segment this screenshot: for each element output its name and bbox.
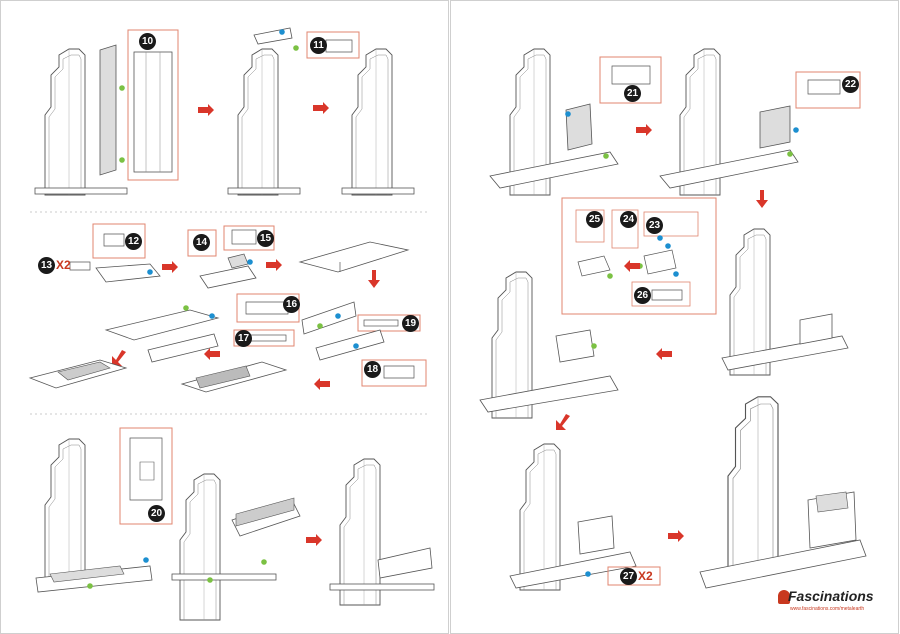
- step-number-badge: 18: [364, 361, 381, 378]
- step-number-badge: 12: [125, 233, 142, 250]
- step-number-badge: 19: [402, 315, 419, 332]
- step-number-badge: 15: [257, 230, 274, 247]
- brand-url: www.fascinations.com/metalearth: [790, 606, 865, 612]
- step-number-badge: 21: [624, 85, 641, 102]
- step-number-badge: 24: [620, 211, 637, 228]
- step27-multiplier: X2: [638, 569, 653, 583]
- step13-multiplier: X2: [56, 258, 71, 272]
- step-number-badge: 27: [620, 568, 637, 585]
- step-number-badge: 11: [310, 37, 327, 54]
- step-number-badge: 20: [148, 505, 165, 522]
- step-number-badge: 26: [634, 287, 651, 304]
- step-number-badge: 23: [646, 217, 663, 234]
- brand-name: Fascinations: [788, 588, 874, 604]
- brand-logo-icon: [778, 590, 790, 604]
- step-number-badge: 13: [38, 257, 55, 274]
- step-number-badge: 10: [139, 33, 156, 50]
- row1-tower-a: [44, 48, 86, 196]
- step-number-badge: 16: [283, 296, 300, 313]
- step-number-badge: 17: [235, 330, 252, 347]
- step-number-badge: 14: [193, 234, 210, 251]
- step-number-badge: 22: [842, 76, 859, 93]
- step-number-badge: 25: [586, 211, 603, 228]
